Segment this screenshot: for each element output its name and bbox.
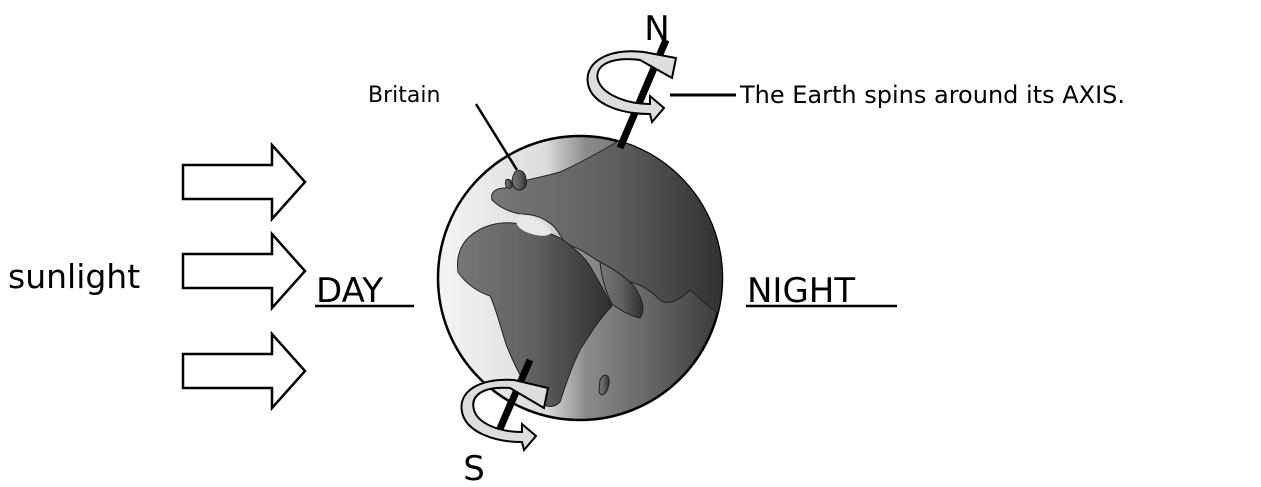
- sunlight-arrows: [183, 145, 305, 408]
- sunlight-arrow-bottom: [183, 334, 305, 408]
- day-label: DAY: [316, 271, 383, 311]
- sunlight-label: sunlight: [8, 257, 140, 296]
- britain-landmass: [512, 170, 526, 190]
- south-label: S: [463, 449, 485, 487]
- ireland-landmass: [506, 179, 513, 188]
- night-label: NIGHT: [747, 271, 855, 311]
- north-rotation-arrow: [588, 51, 676, 122]
- sunlight-arrow-middle: [183, 234, 305, 308]
- britain-label: Britain: [368, 83, 440, 108]
- north-label: N: [644, 9, 669, 49]
- britain-pointer-line: [476, 104, 517, 170]
- axis-note-label: The Earth spins around its AXIS.: [739, 81, 1125, 109]
- sunlight-arrow-top: [183, 145, 305, 219]
- earth-globe: [438, 136, 730, 420]
